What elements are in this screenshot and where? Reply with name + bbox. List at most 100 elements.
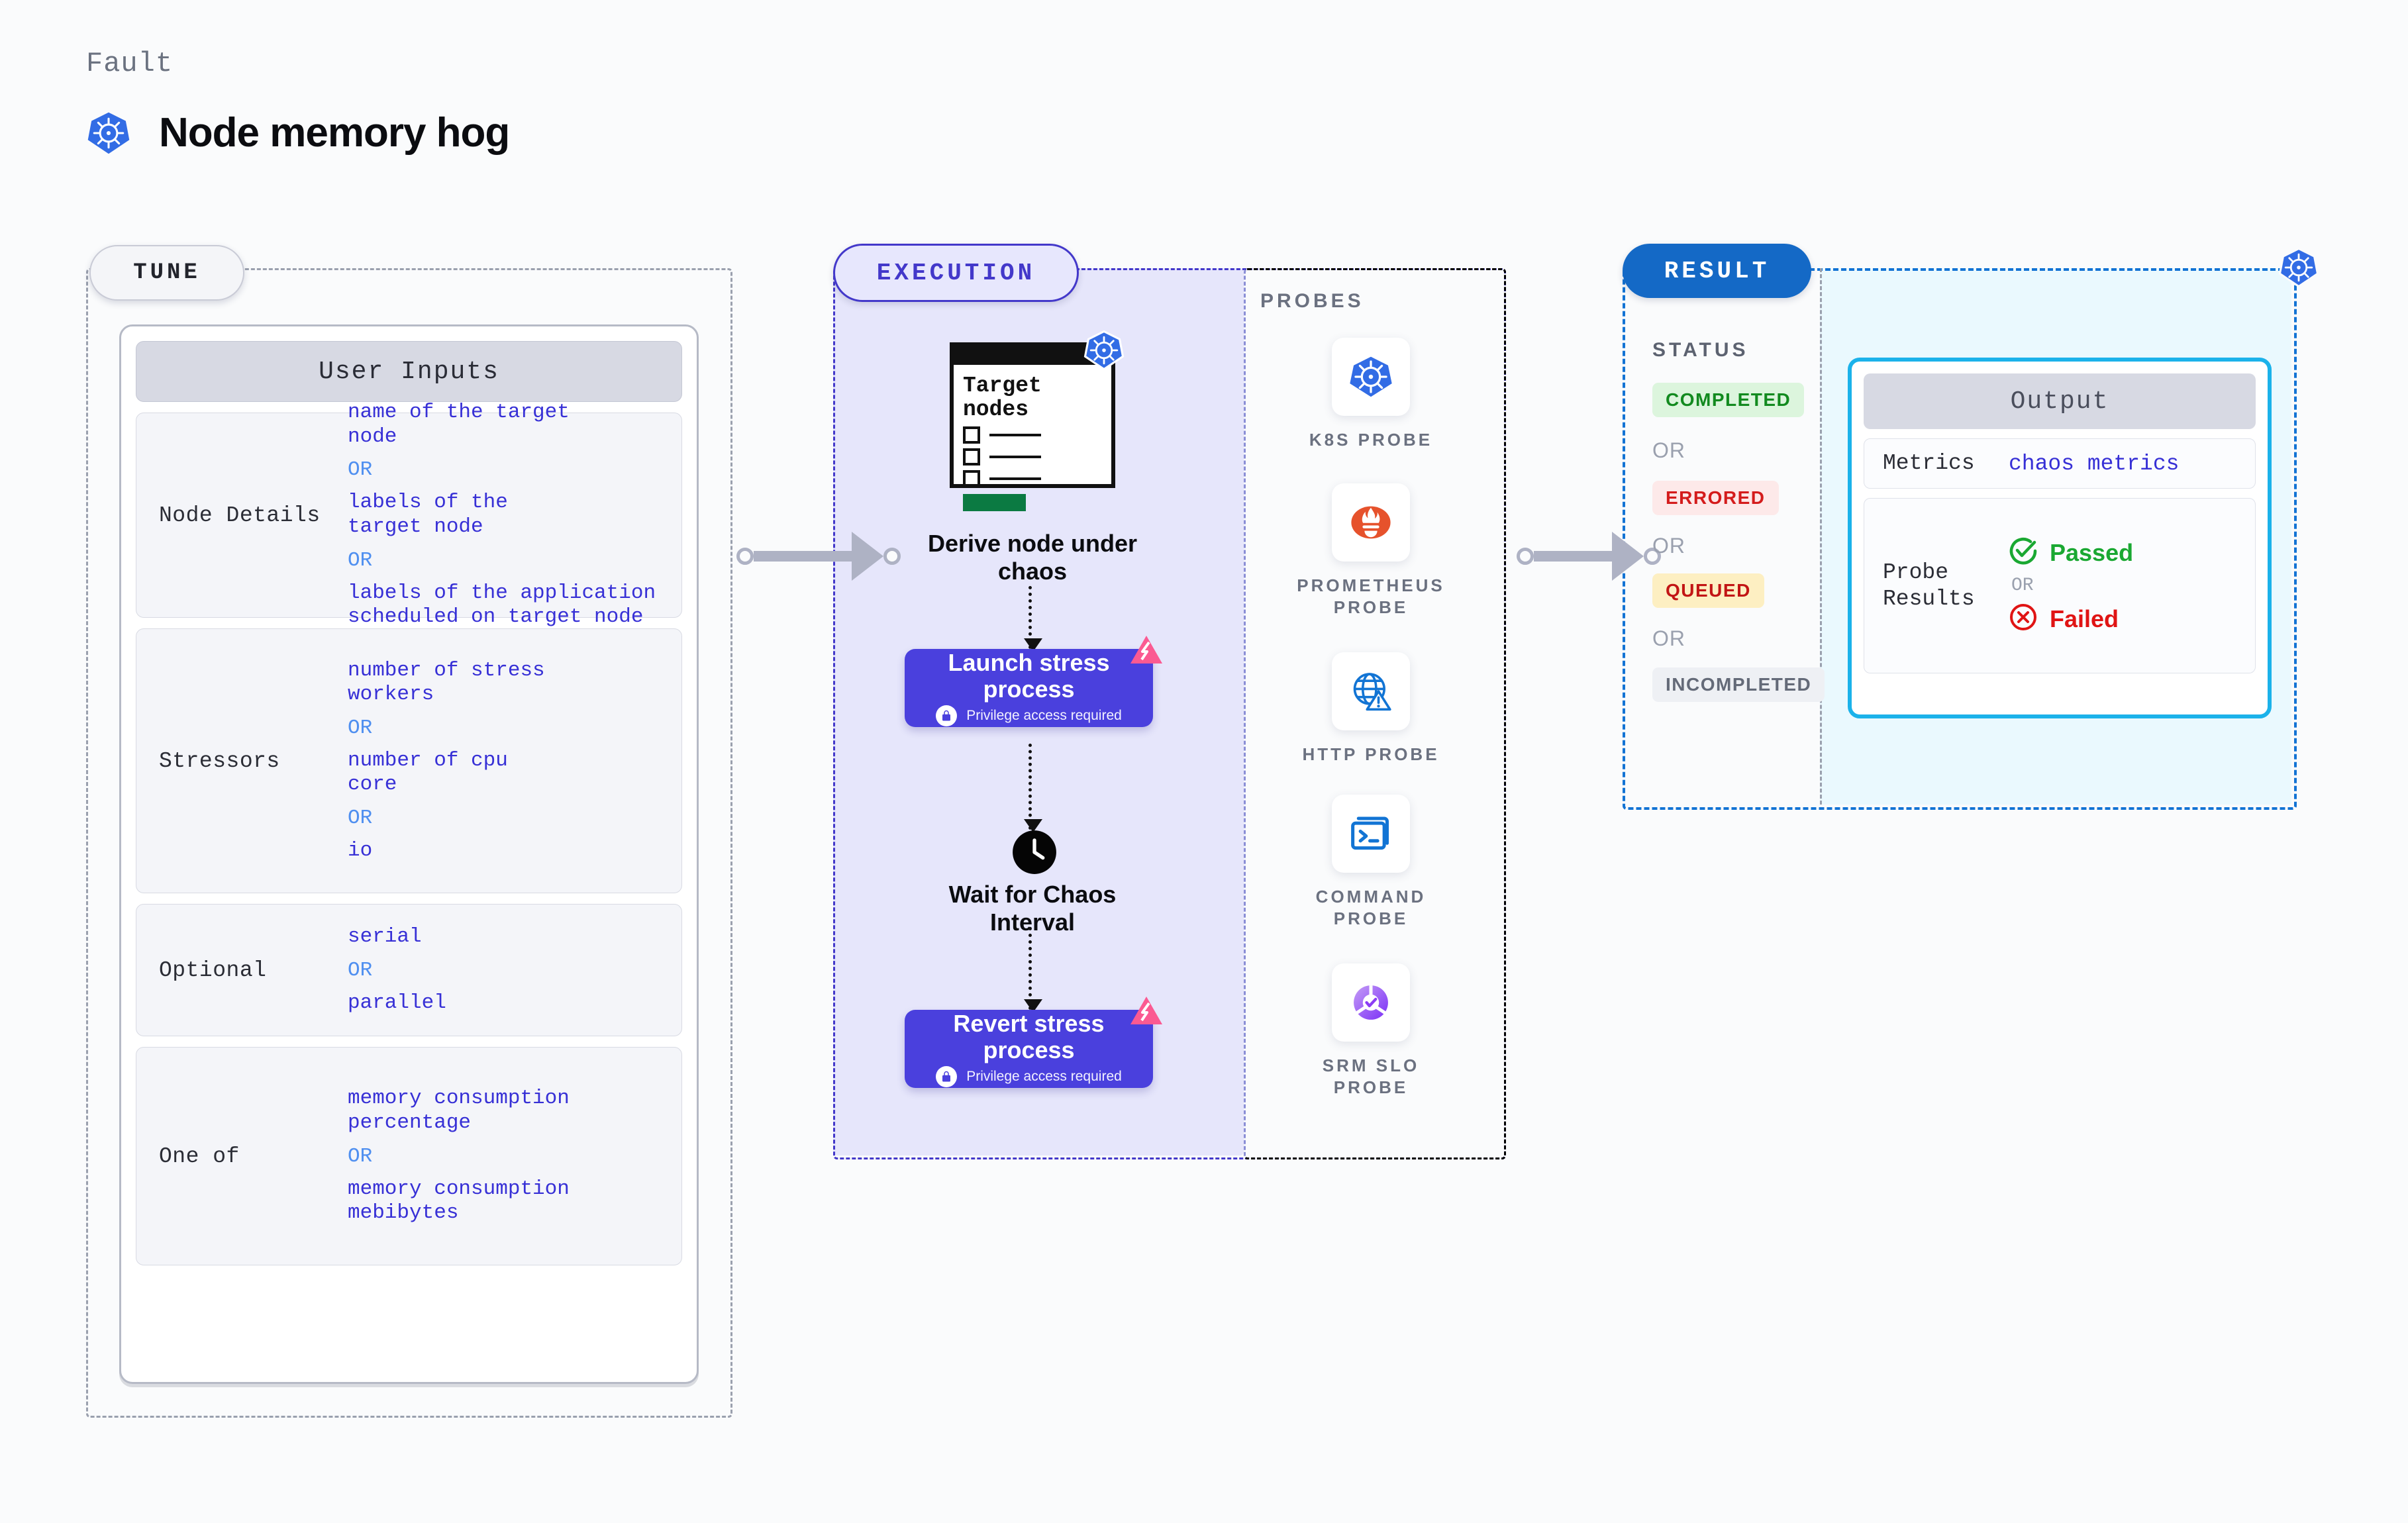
target-card-row (963, 448, 1111, 466)
stage-pill-execution[interactable]: EXECUTION (833, 244, 1079, 302)
lock-icon (936, 1065, 958, 1087)
srm-slo-icon (1332, 963, 1410, 1042)
or-separator: OR (348, 548, 373, 572)
probe-result-passed-label: Passed (2050, 538, 2134, 566)
privilege-note: Privilege access required (936, 705, 1122, 726)
wait-for-chaos-interval-caption: Wait for Chaos Interval (948, 881, 1117, 936)
connector-execution-to-result (1517, 532, 1661, 581)
probe-label: HTTP PROBE (1302, 744, 1440, 764)
placeholder-line (989, 477, 1041, 481)
output-row-label: Probe Results (1883, 560, 1975, 611)
kubernetes-icon (1332, 338, 1410, 416)
privilege-note: Privilege access required (936, 1065, 1122, 1087)
step-title: Revert stress process (953, 1010, 1105, 1063)
target-card-title: Target nodes (963, 373, 1042, 422)
status-badge-completed: COMPLETED (1652, 383, 1805, 417)
user-inputs-card: User Inputs Node Details name of the tar… (119, 324, 699, 1384)
step-title: Launch stress process (948, 649, 1110, 703)
privilege-note-label: Privilege access required (966, 1068, 1122, 1084)
target-card-submit-bar (963, 494, 1026, 512)
execution-step-revert-stress-process[interactable]: Revert stress process Privilege access r… (905, 997, 1162, 1088)
placeholder-line (989, 456, 1041, 459)
fault-eyebrow-label: Fault (86, 48, 174, 79)
privilege-note-label: Privilege access required (966, 707, 1122, 723)
input-group-label: Optional (159, 958, 267, 983)
input-group-optional: Optional serial OR parallel (136, 904, 682, 1036)
fault-title-row: Node memory hog (86, 109, 510, 156)
stage-pill-tune[interactable]: TUNE (89, 245, 244, 301)
probes-section-title: PROBES (1260, 290, 1364, 312)
result-zone-divider (1820, 268, 1822, 805)
probe-result-failed: Failed (2009, 603, 2133, 635)
output-row-label: Metrics (1883, 451, 1975, 476)
input-value: labels of the application scheduled on t… (348, 581, 656, 629)
probe-item-http[interactable]: HTTP PROBE (1288, 652, 1454, 765)
probe-label: PROMETHEUS PROBE (1297, 575, 1445, 617)
input-group-stressors: Stressors number of stress workers OR nu… (136, 628, 682, 893)
or-separator: OR (2011, 575, 2034, 596)
input-value: parallel (348, 991, 446, 1014)
input-value: io (348, 838, 373, 862)
execution-step-launch-stress-process[interactable]: Launch stress process Privilege access r… (905, 636, 1162, 727)
probe-label: COMMAND PROBE (1315, 887, 1427, 928)
probe-item-srm-slo[interactable]: SRM SLO PROBE (1288, 963, 1454, 1098)
input-value: name of the target node (348, 401, 570, 448)
input-value: memory consumption mebibytes (348, 1177, 570, 1225)
probe-label: SRM SLO PROBE (1322, 1056, 1420, 1097)
chaos-badge-icon (1129, 995, 1164, 1029)
checkbox-icon (963, 470, 980, 488)
output-row-value: chaos metrics (2009, 451, 2180, 476)
probe-item-prometheus[interactable]: PROMETHEUS PROBE (1288, 483, 1454, 618)
kubernetes-icon (2278, 247, 2319, 291)
probe-item-command[interactable]: COMMAND PROBE (1288, 795, 1454, 929)
stage-pill-result[interactable]: RESULT (1623, 244, 1811, 298)
kubernetes-icon (1083, 330, 1125, 374)
http-globe-icon (1332, 652, 1410, 730)
flow-arrow (1024, 744, 1042, 832)
target-card-row (963, 426, 1111, 444)
lock-icon (936, 705, 958, 726)
or-separator: OR (348, 1144, 373, 1168)
or-separator: OR (1652, 626, 1685, 650)
or-separator: OR (348, 806, 373, 830)
checkbox-icon (963, 426, 980, 444)
input-value: memory consumption percentage (348, 1087, 570, 1134)
tune-zone (86, 268, 732, 1418)
output-card: Output Metrics chaos metrics Probe Resul… (1848, 358, 2272, 718)
input-group-label: Stressors (159, 748, 280, 773)
probe-result-failed-label: Failed (2050, 605, 2119, 632)
target-nodes-card: Target nodes (950, 342, 1115, 512)
derive-node-caption: Derive node under chaos (927, 530, 1138, 585)
or-separator: OR (348, 958, 373, 982)
connector-start-dot (1517, 548, 1534, 565)
or-separator: OR (348, 716, 373, 740)
connector-arrowhead (1612, 532, 1644, 581)
prometheus-icon (1332, 483, 1410, 562)
input-value: labels of the target node (348, 491, 508, 538)
placeholder-line (989, 434, 1041, 437)
input-group-label: Node Details (159, 503, 321, 528)
connector-bar (754, 551, 853, 562)
probe-item-k8s[interactable]: K8S PROBE (1288, 338, 1454, 451)
terminal-icon (1332, 795, 1410, 873)
status-badge-queued: QUEUED (1652, 573, 1764, 608)
flow-arrow (1024, 586, 1042, 652)
or-separator: OR (1652, 534, 1685, 558)
connector-start-dot (736, 548, 754, 565)
x-circle-icon (2009, 603, 2038, 635)
status-badge-incompleted: INCOMPLETED (1652, 667, 1825, 702)
input-value: number of cpu core (348, 748, 508, 797)
input-value: serial (348, 924, 422, 948)
input-group-one-of: One of memory consumption percentage OR … (136, 1047, 682, 1265)
page-title: Node memory hog (159, 110, 510, 156)
or-separator: OR (1652, 438, 1685, 462)
connector-end-dot (883, 548, 901, 565)
connector-arrowhead (852, 532, 883, 581)
flow-arrow (1024, 927, 1042, 1012)
clock-icon (1012, 830, 1057, 878)
user-inputs-card-title: User Inputs (136, 341, 682, 402)
or-separator: OR (348, 458, 373, 482)
input-group-label: One of (159, 1144, 240, 1169)
kubernetes-icon (86, 111, 131, 156)
checkbox-icon (963, 448, 980, 466)
